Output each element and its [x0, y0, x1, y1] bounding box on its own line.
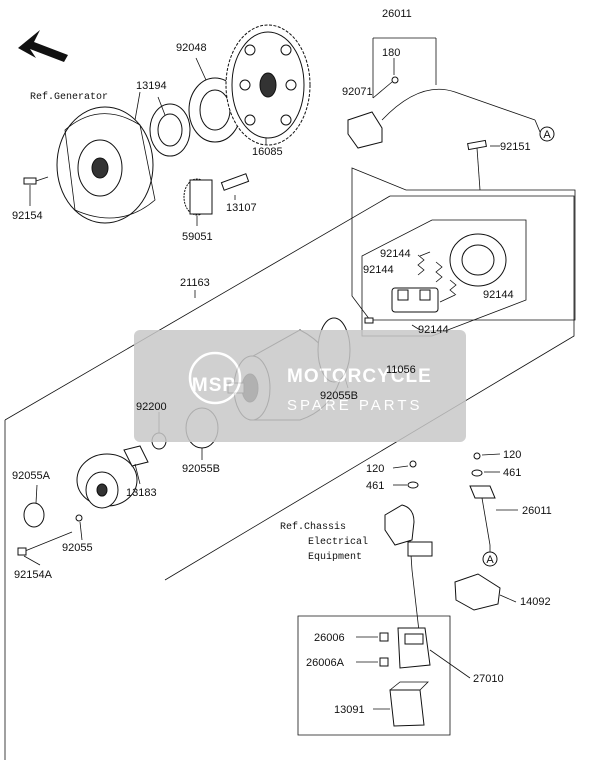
starter-relay-group: A [297, 452, 501, 736]
part-label-26006: 26006 [314, 632, 345, 644]
ref-chassis-line3: Equipment [308, 551, 362, 563]
part-label-92144-a: 92144 [380, 248, 411, 260]
part-label-26006A: 26006A [306, 657, 345, 669]
part-label-13091: 13091 [334, 704, 365, 716]
part-label-92144-c: 92144 [483, 289, 514, 301]
part-label-92055B-a: 92055B [320, 390, 358, 402]
part-label-13183: 13183 [126, 487, 157, 499]
part-label-92048: 92048 [176, 42, 207, 54]
part-label-13194: 13194 [136, 80, 167, 92]
part-label-92055B-b: 92055B [182, 463, 220, 475]
part-label-92154A: 92154A [14, 569, 53, 581]
watermark-line1: MOTORCYCLE [287, 366, 432, 387]
watermark: MSP MOTORCYCLE SPARE PARTS [134, 330, 466, 442]
part-label-27010: 27010 [473, 673, 504, 685]
part-label-92144-d: 92144 [418, 324, 449, 336]
part-label-461-a: 461 [366, 480, 384, 492]
part-label-180: 180 [382, 47, 400, 59]
callout-a-bottom: A [486, 554, 494, 566]
ref-chassis-line2: Electrical [308, 536, 368, 548]
part-label-92151: 92151 [500, 141, 531, 153]
ref-chassis-line1: Ref.Chassis [280, 521, 346, 533]
part-label-11056: 11056 [386, 364, 416, 376]
watermark-logo: MSP [192, 375, 236, 396]
ref-generator-label: Ref.Generator [30, 91, 108, 103]
direction-arrow-icon [18, 30, 68, 62]
callout-a-top: A [543, 129, 551, 141]
part-label-120-a: 120 [366, 463, 384, 475]
watermark-line2: SPARE PARTS [287, 397, 423, 414]
part-label-16085: 16085 [252, 146, 283, 158]
part-label-14092: 14092 [520, 596, 551, 608]
part-label-92055A: 92055A [12, 470, 51, 482]
part-label-21163: 21163 [180, 277, 210, 289]
part-label-92071: 92071 [342, 86, 373, 98]
starter-clutch-group [23, 24, 311, 224]
part-label-92144-b: 92144 [363, 264, 394, 276]
part-label-26011-mid: 26011 [522, 505, 552, 517]
part-label-59051: 59051 [182, 231, 213, 243]
part-label-461-b: 461 [503, 467, 521, 479]
part-label-13107: 13107 [226, 202, 257, 214]
part-labels: 26011 180 92048 13194 Ref.Generator 9207… [12, 8, 552, 716]
part-label-92055: 92055 [62, 542, 93, 554]
part-label-26011-top: 26011 [382, 8, 412, 20]
starter-lead-group: A [347, 37, 555, 191]
part-label-92154: 92154 [12, 210, 43, 222]
part-label-120-b: 120 [503, 449, 521, 461]
part-label-92200: 92200 [136, 401, 167, 413]
